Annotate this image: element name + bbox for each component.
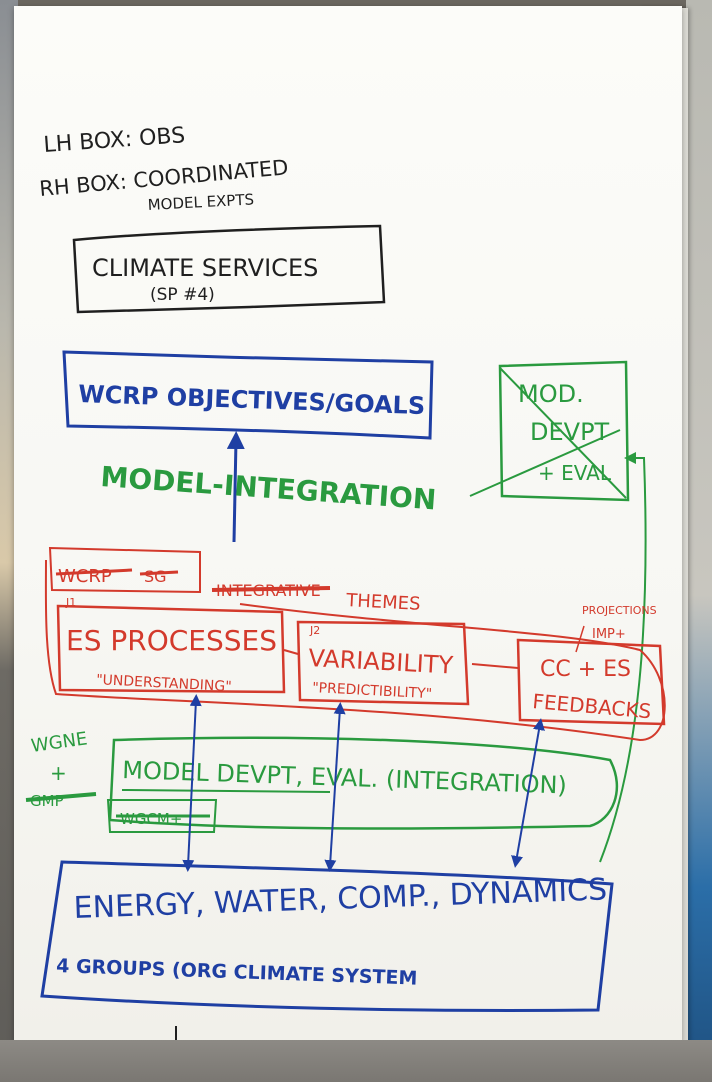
legend-line-3: MODEL EXPTS	[147, 190, 254, 214]
themes-struck-a: WCRP	[58, 566, 112, 587]
themes-struck-b: SG	[144, 567, 167, 586]
arrow-to-goals	[226, 431, 245, 543]
climate-services-box: CLIMATE SERVICES (SP #4)	[72, 224, 386, 314]
energy-subtitle: 4 GROUPS (ORG CLIMATE SYSTEM	[56, 955, 418, 990]
cc-es-line-1: CC + ES	[540, 657, 631, 682]
es-processes-title: ES PROCESSES	[66, 624, 277, 657]
wgne-line-1: WGNE	[30, 728, 89, 757]
arrow-energy-cc	[511, 718, 545, 868]
cc-es-box: CC + ES FEEDBACKS PROJECTIONS IMP+	[516, 604, 666, 726]
model-integration-label: MODEL-INTEGRATION	[100, 460, 438, 516]
link-variability-cc	[471, 663, 519, 669]
themes-header: WCRP SG INTEGRATIVE THEMES	[48, 546, 421, 615]
variability-title: VARIABILITY	[308, 644, 454, 680]
climate-services-subtitle: (SP #4)	[150, 285, 215, 305]
model-devpt-eval-box: MODEL DEVPT, EVAL. (INTEGRATION) WGCM+	[106, 736, 619, 833]
es-processes-subtitle: "UNDERSTANDING"	[96, 672, 232, 695]
wcrp-goals-box: WCRP OBJECTIVES/GOALS	[62, 350, 434, 440]
energy-box: ENERGY, WATER, COMP., DYNAMICS 4 GROUPS …	[40, 860, 614, 1012]
wgne-line-2: +	[50, 761, 67, 785]
climate-services-title: CLIMATE SERVICES	[92, 254, 318, 282]
arrow-energy-variability	[324, 702, 346, 872]
model-devpt-eval-subtitle: WGCM+	[120, 810, 182, 828]
background-wall-right	[686, 0, 712, 1082]
background-wall-left	[0, 0, 18, 1082]
mod-devpt-line-3: + EVAL	[538, 461, 612, 485]
es-processes-tag: J1	[65, 596, 76, 609]
variability-subtitle: "PREDICTIBILITY"	[312, 680, 433, 702]
cc-es-line-2: FEEDBACKS	[532, 689, 653, 723]
cc-es-note-2: IMP+	[592, 627, 626, 642]
legend-line-1: LH BOX: OBS	[43, 123, 186, 158]
model-devpt-eval-title: MODEL DEVPT, EVAL. (INTEGRATION)	[122, 756, 568, 800]
link-es-variability	[283, 649, 299, 655]
mod-devpt-box: MOD. DEVPT + EVAL	[469, 360, 630, 502]
legend: LH BOX: OBS RH BOX: COORDINATED MODEL EX…	[38, 123, 289, 214]
cc-es-note-1: PROJECTIONS	[582, 604, 657, 617]
wcrp-goals-label: WCRP OBJECTIVES/GOALS	[78, 380, 426, 420]
wgne-label: WGNE + GMP	[25, 728, 97, 810]
arrow-energy-es	[182, 694, 202, 872]
floor	[0, 1040, 712, 1082]
feedback-arrow-green	[599, 452, 647, 863]
variability-tag: J2	[309, 624, 320, 637]
themes-enclosure	[44, 559, 666, 742]
es-processes-box: J1 ES PROCESSES "UNDERSTANDING"	[56, 596, 286, 695]
themes-label: THEMES	[345, 590, 421, 615]
variability-box: J2 VARIABILITY "PREDICTIBILITY"	[296, 620, 470, 706]
mod-devpt-line-2: DEVPT	[530, 418, 610, 446]
energy-title: ENERGY, WATER, COMP., DYNAMICS	[73, 872, 608, 926]
mod-devpt-line-1: MOD.	[518, 380, 584, 408]
